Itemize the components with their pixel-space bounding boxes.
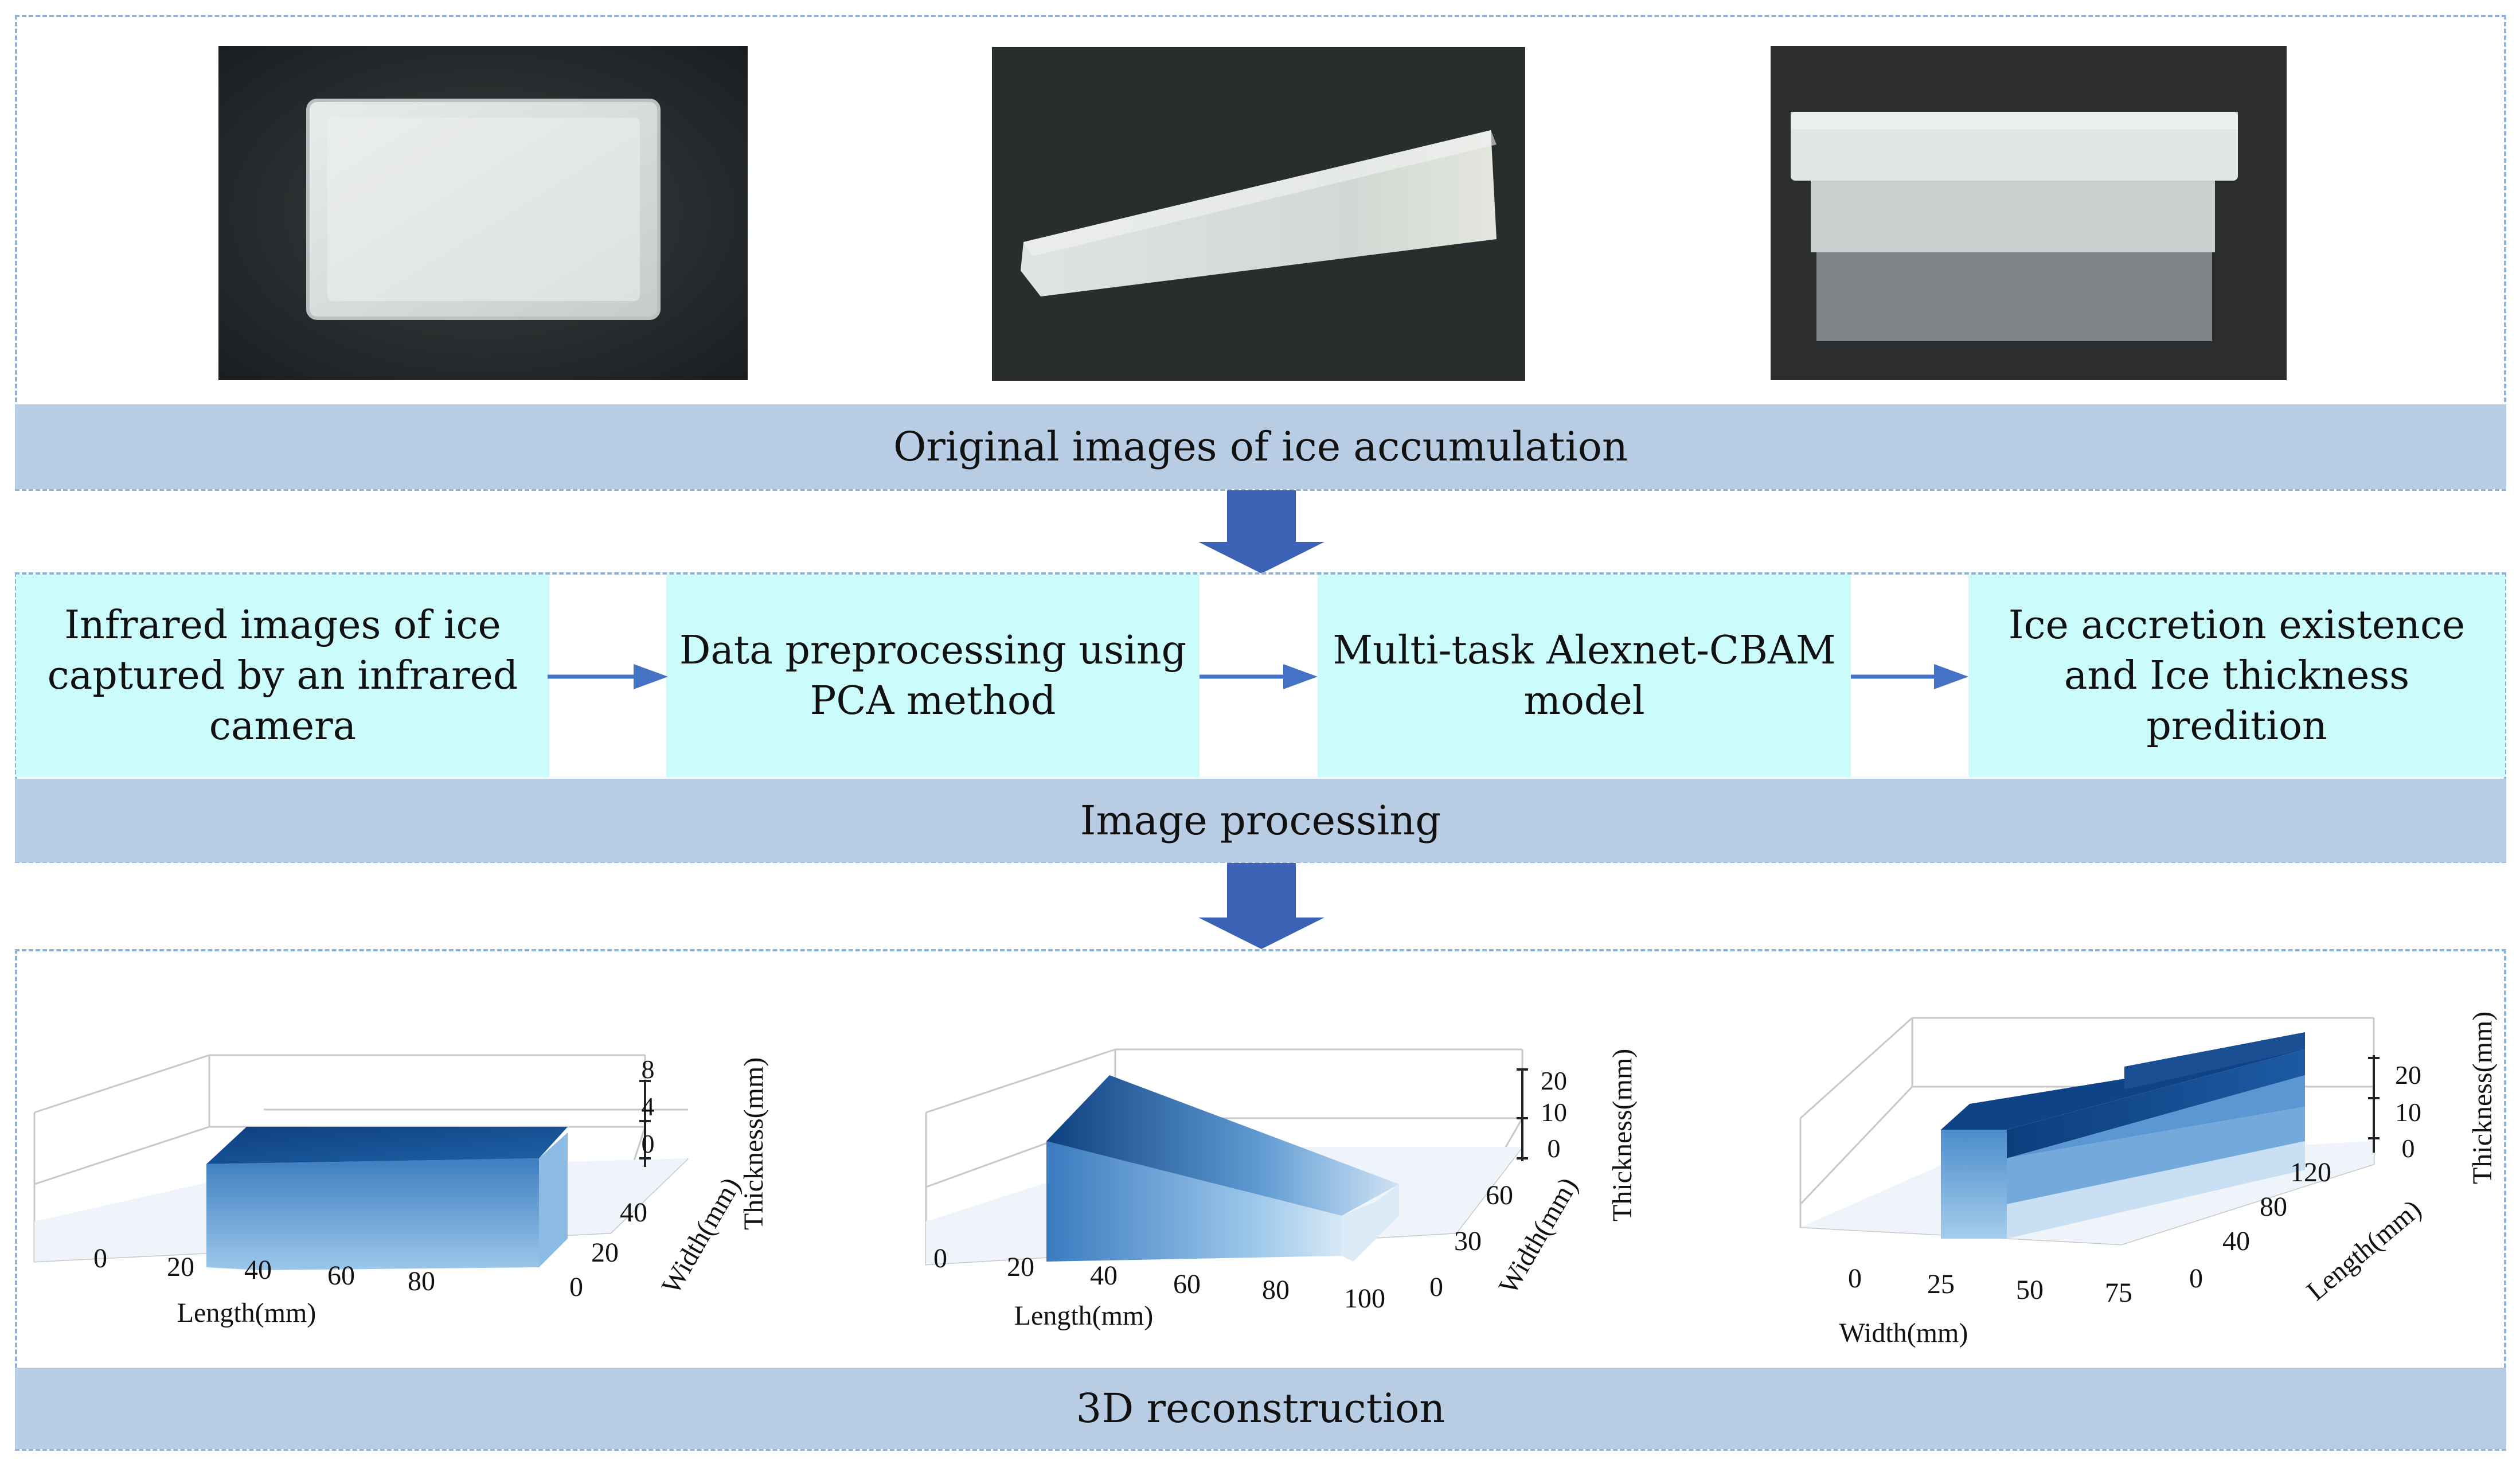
x-tick-label: 0 [93, 1243, 107, 1274]
x-tick-label: 60 [327, 1260, 355, 1291]
y-axis-label: Length(mm) [2301, 1194, 2427, 1307]
x-tick-label: 0 [1848, 1263, 1862, 1294]
original-images-frame [15, 15, 2506, 491]
z-tick-label: 10 [2395, 1098, 2421, 1127]
x-tick-label: 60 [1173, 1269, 1201, 1299]
reconstruction-frame [15, 949, 2506, 1451]
z-axis-label: Thickness(mm) [1607, 1049, 1638, 1221]
z-axis-label: Thickness(mm) [739, 1057, 769, 1230]
y-axis-label: Width(mm) [656, 1172, 747, 1299]
z-tick-label: 4 [642, 1092, 655, 1121]
flow-right-arrow-3 [1851, 664, 1968, 689]
z-tick-label: 20 [2395, 1060, 2421, 1090]
ice-photo-rectangular-block [218, 46, 748, 380]
x-axis-label: Width(mm) [1839, 1318, 1968, 1348]
x-tick-label: 20 [1007, 1252, 1034, 1282]
flow-right-arrow-1 [548, 664, 668, 689]
y-tick-label: 60 [1486, 1180, 1513, 1211]
step-pca-preprocessing: Data preprocessing using PCA method [666, 575, 1200, 777]
x-tick-label: 80 [1262, 1275, 1290, 1305]
y-tick-label: 0 [1429, 1272, 1443, 1302]
y-tick-label: 20 [591, 1237, 619, 1268]
x-tick-label: 0 [933, 1243, 947, 1274]
x-tick-label: 100 [1344, 1283, 1385, 1314]
x-axis-label: Length(mm) [177, 1298, 317, 1328]
x-tick-label: 80 [408, 1266, 435, 1297]
ice-photo-stepped-block [1771, 46, 2287, 380]
surface-plot-rectangular: 8 4 0 Thickness(mm) 0 20 40 60 80 Length… [33, 975, 837, 1365]
x-tick-label: 40 [1090, 1260, 1118, 1291]
y-tick-label: 40 [2222, 1226, 2250, 1256]
y-tick-label: 30 [1454, 1226, 1482, 1256]
surface-plot-wedge: 20 10 0 Thickness(mm) 0 20 40 60 80 100 … [917, 975, 1714, 1371]
section-label-3d-reconstruction: 3D reconstruction [15, 1368, 2506, 1449]
z-tick-label: 10 [1541, 1098, 1567, 1127]
flow-down-arrow-2 [1198, 863, 1325, 949]
flow-right-arrow-2 [1200, 664, 1318, 689]
flow-down-arrow-1 [1198, 490, 1325, 573]
step-alexnet-cbam-model: Multi-task Alexnet-CBAM model [1318, 575, 1851, 777]
z-tick-label: 0 [2402, 1134, 2415, 1163]
y-tick-label: 40 [620, 1197, 647, 1228]
z-tick-label: 0 [642, 1129, 655, 1158]
y-tick-label: 120 [2290, 1157, 2331, 1188]
x-tick-label: 50 [2016, 1275, 2044, 1305]
z-tick-label: 0 [1548, 1134, 1561, 1163]
z-axis-label: Thickness(mm) [2467, 1012, 2498, 1184]
section-label-image-processing: Image processing [15, 779, 2506, 862]
x-tick-label: 75 [2105, 1278, 2132, 1308]
x-tick-label: 20 [167, 1252, 194, 1282]
y-tick-label: 0 [2189, 1263, 2203, 1294]
y-tick-label: 80 [2260, 1192, 2287, 1222]
x-axis-label: Length(mm) [1014, 1301, 1154, 1331]
z-tick-label: 8 [642, 1055, 655, 1084]
x-tick-label: 40 [244, 1255, 272, 1285]
section-label-original-images: Original images of ice accumulation [15, 404, 2506, 489]
z-tick-label: 20 [1541, 1066, 1567, 1095]
surface-plot-stepped: 20 10 0 Thickness(mm) 0 25 50 75 Width(m… [1799, 975, 2503, 1376]
step-ice-prediction: Ice accretion existence and Ice thicknes… [1968, 575, 2505, 777]
step-infrared-capture: Infrared images of ice captured by an in… [16, 575, 549, 777]
x-tick-label: 25 [1927, 1269, 1955, 1299]
y-tick-label: 0 [569, 1272, 583, 1302]
ice-photo-wedge [992, 47, 1525, 381]
